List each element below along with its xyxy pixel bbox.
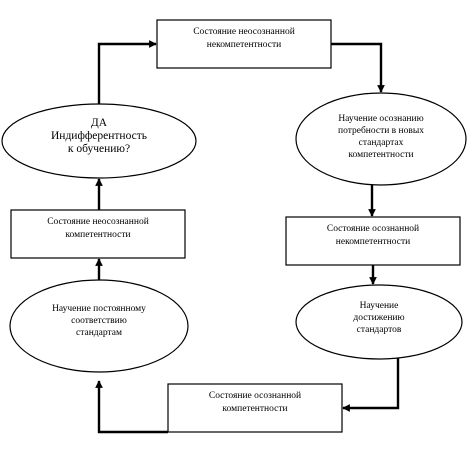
node-state-conscious-incompetence: Состояние осознанной некомпетентности bbox=[285, 216, 461, 266]
node-label: Состояние неосознанной некомпетентности bbox=[193, 26, 295, 50]
node-label-line: некомпетентности bbox=[336, 237, 410, 247]
rect-box bbox=[10, 209, 186, 259]
node-label: Научение достижению стандартов bbox=[353, 301, 404, 335]
arrow-n4-n5 bbox=[342, 357, 400, 412]
ellipse-shape bbox=[9, 279, 189, 373]
node-label-line: стандартам bbox=[76, 328, 122, 338]
node-state-unconscious-competence: Состояние неосознанной компетентности bbox=[10, 209, 186, 259]
node-label-line: Состояние неосознанной bbox=[193, 26, 295, 37]
node-label-line: стандартах bbox=[359, 138, 404, 148]
node-label-line: Индифферентность bbox=[51, 130, 147, 142]
node-learning-achieving-standards: Научение достижению стандартов bbox=[295, 284, 463, 360]
node-label-line: Научение постоянному bbox=[52, 304, 146, 314]
arrow-n1-n2 bbox=[331, 42, 385, 93]
rect-box bbox=[285, 216, 461, 266]
node-label-line: компетентности bbox=[348, 150, 413, 160]
node-label: Научение постоянному соответствию стандарт… bbox=[52, 304, 146, 338]
node-label-line: компетентности bbox=[65, 230, 130, 240]
node-label: Состояние осознанной компетентности bbox=[209, 390, 301, 414]
arrow-n8-n1 bbox=[97, 40, 157, 104]
ellipse-shape bbox=[295, 284, 463, 360]
node-label-line: ДА bbox=[91, 117, 108, 129]
node-label-line: Состояние неосознанной bbox=[47, 216, 149, 227]
node-label-line: Научение bbox=[360, 301, 399, 311]
node-label-line: к обучению? bbox=[68, 143, 130, 155]
node-label-line: стандартов bbox=[357, 325, 402, 335]
node-state-unconscious-incompetence: Состояние неосознанной некомпетентности bbox=[156, 19, 332, 69]
arrow-n5-n6 bbox=[95, 380, 168, 434]
node-label: Состояние неосознанной компетентности bbox=[47, 216, 149, 240]
ellipse-shape bbox=[1, 103, 197, 179]
node-label-line: потребности в новых bbox=[338, 125, 424, 136]
node-state-conscious-competence: Состояние осознанной компетентности bbox=[167, 383, 343, 433]
node-label: Состояние осознанной некомпетентности bbox=[327, 223, 419, 247]
node-label-line: достижению bbox=[353, 313, 404, 323]
node-label-line: Состояние осознанной bbox=[209, 390, 301, 401]
node-label-line: Состояние осознанной bbox=[327, 223, 419, 234]
node-label-line: Научение осознанию bbox=[338, 114, 423, 124]
node-label-line: компетентности bbox=[222, 404, 287, 414]
node-learning-constant-compliance: Научение постоянному соответствию стандарт… bbox=[9, 279, 189, 373]
node-label-line: некомпетентности bbox=[207, 40, 281, 50]
node-label-line: соответствию bbox=[71, 316, 127, 326]
ellipse-shape bbox=[295, 92, 467, 186]
rect-box bbox=[156, 19, 332, 69]
rect-box bbox=[167, 383, 343, 433]
